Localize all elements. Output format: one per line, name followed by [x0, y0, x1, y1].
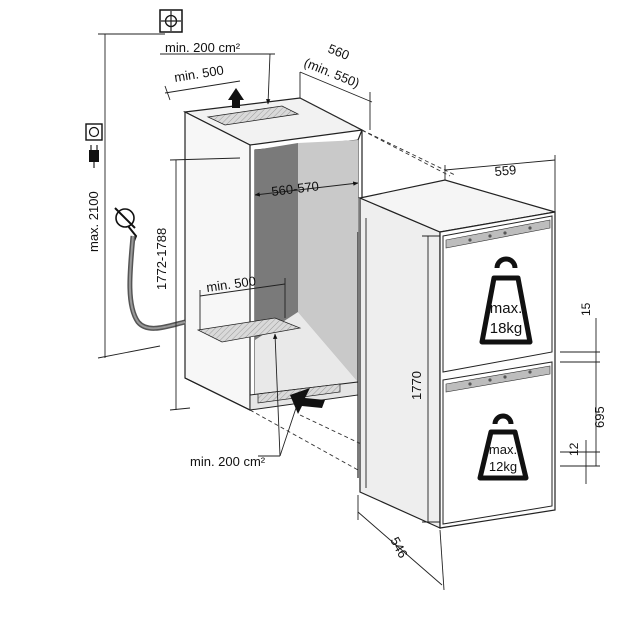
airflow-arrow-icon: [228, 88, 325, 414]
door-height-label: 695: [592, 406, 607, 428]
vent-bottom-width-label: min. 500: [205, 273, 256, 295]
depth-top-label: 560: [326, 41, 352, 63]
vent-top-area-label: min. 200 cm²: [165, 40, 241, 55]
load-upper-title: max.: [490, 300, 523, 317]
load-upper-value: 18kg: [490, 320, 523, 337]
load-lower-title: max.: [489, 442, 517, 457]
power-socket-icon: [85, 123, 103, 141]
vent-bottom-area-label: min. 200 cm²: [190, 454, 266, 469]
appliance-height-label: 1770: [409, 371, 424, 400]
niche-cabinet: [182, 97, 364, 411]
plug-icon: [89, 145, 99, 168]
load-lower-value: 12kg: [489, 459, 517, 474]
dimension-lines: [97, 33, 600, 591]
niche-width-label: 560-570: [271, 178, 320, 199]
top-vent-opening: [206, 105, 300, 126]
vent-top-width-label: min. 500: [173, 62, 225, 85]
position-target-icon: [159, 9, 183, 33]
gap-top-label: 15: [579, 302, 593, 316]
appliance-width-label: 559: [494, 162, 517, 179]
niche-height-label: 1772-1788: [154, 228, 169, 290]
weight-icon: max. 12kg: [477, 413, 529, 481]
appliance-depth-label: 546: [387, 534, 410, 560]
weight-icon: max. 18kg: [479, 256, 533, 345]
gap-bottom-label: 12: [567, 442, 581, 456]
max-height-label: max. 2100: [86, 191, 101, 252]
